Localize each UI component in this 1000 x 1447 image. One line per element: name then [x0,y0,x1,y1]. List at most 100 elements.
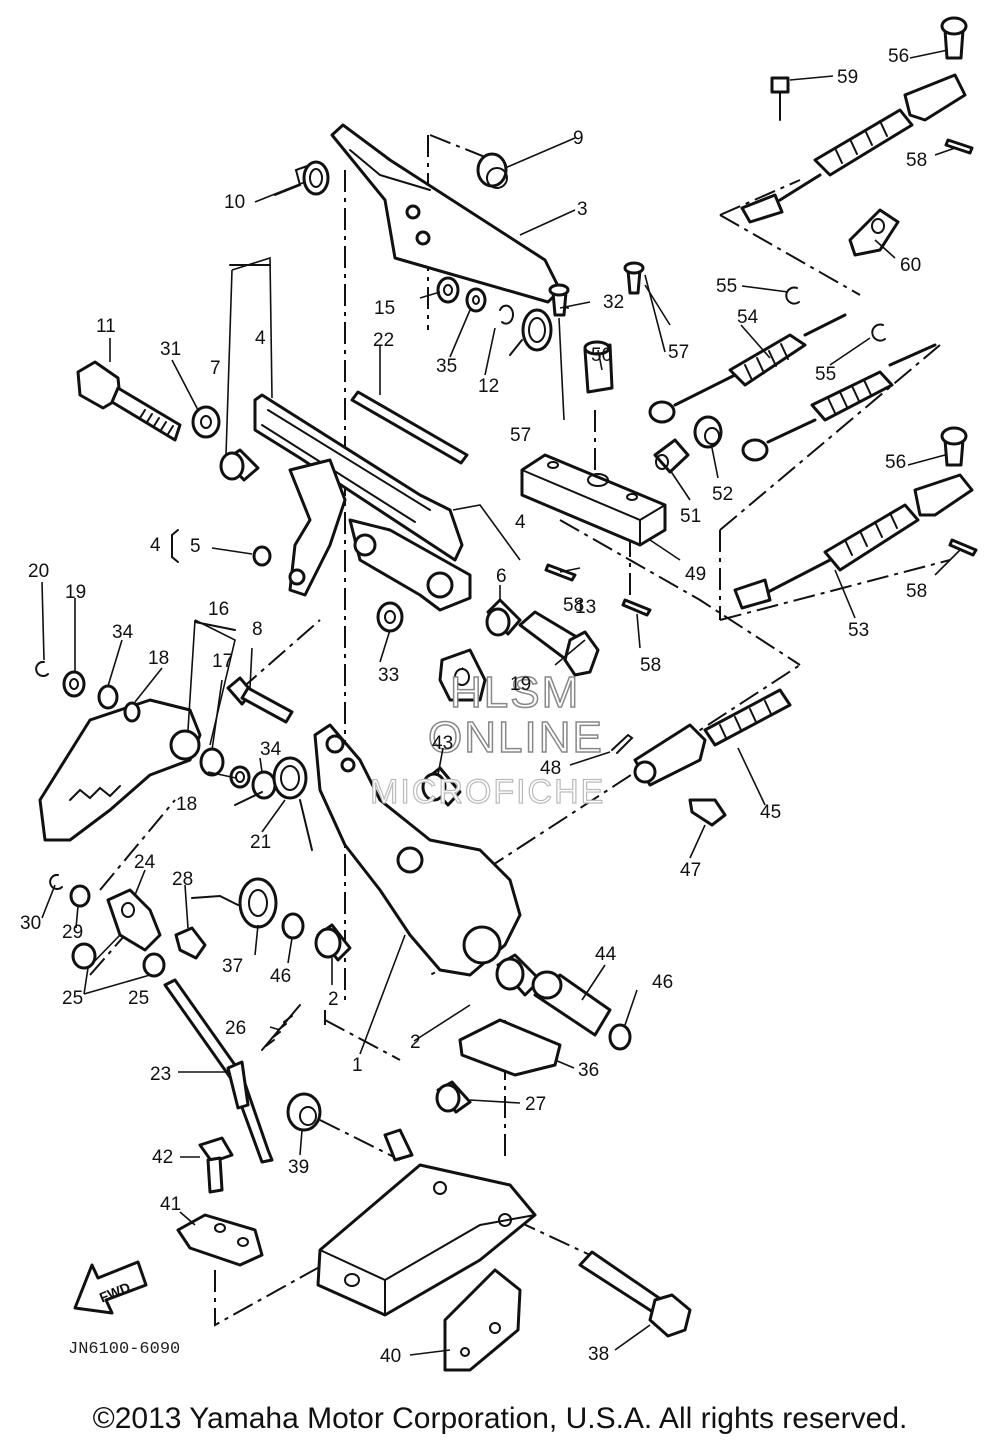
watermark: HLSM ONLINE MICROFICHE [369,667,604,811]
callout-52: 52 [712,484,733,505]
callout-27: 27 [525,1094,546,1115]
callout-23: 23 [150,1064,171,1085]
callout-46b: 46 [270,966,291,987]
callout-33: 33 [378,665,399,686]
callout-25b: 25 [128,988,149,1009]
copyright-notice: ©2013 Yamaha Motor Corporation, U.S.A. A… [92,1402,908,1435]
callout-19a: 19 [65,582,86,603]
cable-part-59-assembly [740,16,968,224]
callout-39: 39 [288,1157,309,1178]
collar-part-27 [435,1080,472,1114]
callout-55b: 55 [815,364,836,385]
callout-9: 9 [573,128,584,149]
collar-part-39 [286,1092,322,1132]
clip-part-55 [785,286,886,342]
callout-17: 17 [212,651,233,672]
callout-12: 12 [478,376,499,397]
callout-34a: 34 [112,622,134,643]
callout-5: 5 [190,536,201,557]
callout-58c: 58 [563,595,584,616]
callout-8: 8 [252,619,263,640]
spring-part-37 [191,877,278,929]
clip-part-19 [438,648,487,702]
callout-20: 20 [28,561,49,582]
group-brackets [171,264,271,631]
callout-51: 51 [680,506,701,527]
fwd-arrow-icon: FWD [73,1260,148,1315]
nuts-part-25 [71,942,166,978]
cable-part-54-lower [741,343,937,462]
nut-part-51 [653,438,690,474]
callout-54: 54 [737,307,759,328]
callout-38: 38 [588,1344,609,1365]
callout-56b: 56 [885,452,906,473]
callout-26: 26 [225,1018,246,1039]
ring-part-46-left [281,912,305,940]
callout-2a: 2 [328,989,339,1010]
callout-4c: 4 [150,535,161,556]
callout-24: 24 [134,852,156,873]
cable-part-53 [733,426,974,610]
callout-7: 7 [210,358,221,379]
callout-numbers: 9 10 3 15 32 22 11 31 4 7 35 12 50 57 57… [20,46,927,1367]
callout-4a: 4 [255,328,266,349]
callout-37: 37 [222,956,243,977]
pin-part-13 [518,610,600,677]
assembly-guide-lines [89,134,951,1327]
callout-21: 21 [250,832,271,853]
bolt-part-38 [578,1250,692,1338]
washers-part-29-30 [49,873,91,908]
callout-43: 43 [432,733,453,754]
small-parts-20-19-34-18 [35,660,141,723]
callout-35: 35 [436,356,457,377]
pin-part-57-left [548,283,570,317]
cotter-pin-part-48 [611,733,634,754]
callout-58a: 58 [906,150,927,171]
callout-41: 41 [160,1194,181,1215]
drawing-code: JN6100-6090 [68,1340,181,1359]
callout-15: 15 [374,298,395,319]
callout-13: 13 [575,597,596,618]
callout-32: 32 [603,292,624,313]
callout-34b: 34 [260,739,282,760]
callout-46a: 46 [652,972,673,993]
plate-part-41 [176,1213,264,1267]
callout-22: 22 [373,330,394,351]
clevis-pin-part-47 [688,798,727,827]
callout-11: 11 [96,316,116,337]
pad-part-36 [458,1018,562,1077]
pedal-bracket-part-3 [330,123,562,304]
callout-1: 1 [352,1055,363,1076]
clamp-part-60 [848,208,900,257]
rod-part-22 [350,390,469,465]
bolt-part-42 [198,1136,234,1194]
callout-3: 3 [577,199,588,220]
callout-60: 60 [900,255,921,276]
spring-part-10 [274,160,330,196]
callout-44: 44 [595,944,617,965]
callout-55a: 55 [716,276,737,297]
bolt-part-8 [226,676,294,724]
collar-part-6 [485,598,522,637]
bolt-part-11 [76,360,182,442]
spring-part-21 [234,756,313,851]
callout-25a: 25 [62,988,83,1009]
collar-part-7 [219,448,260,482]
pin-part-39b [383,1128,414,1162]
callout-56a: 56 [888,46,909,67]
ring-part-46-right [608,1023,632,1051]
callout-53: 53 [848,620,869,641]
callout-57b: 57 [510,425,531,446]
callout-31: 31 [160,339,181,360]
collar-part-2-left [314,923,352,962]
collar-part-50 [583,340,614,394]
watermark-line-2: ONLINE [428,713,604,762]
pin-part-28 [174,926,207,960]
washer-part-18 [229,765,251,789]
shaft-part-44 [531,970,612,1037]
callout-18b: 18 [176,794,197,815]
callout-28: 28 [172,869,193,890]
washer-part-33 [376,601,404,633]
callout-16: 16 [208,599,229,620]
